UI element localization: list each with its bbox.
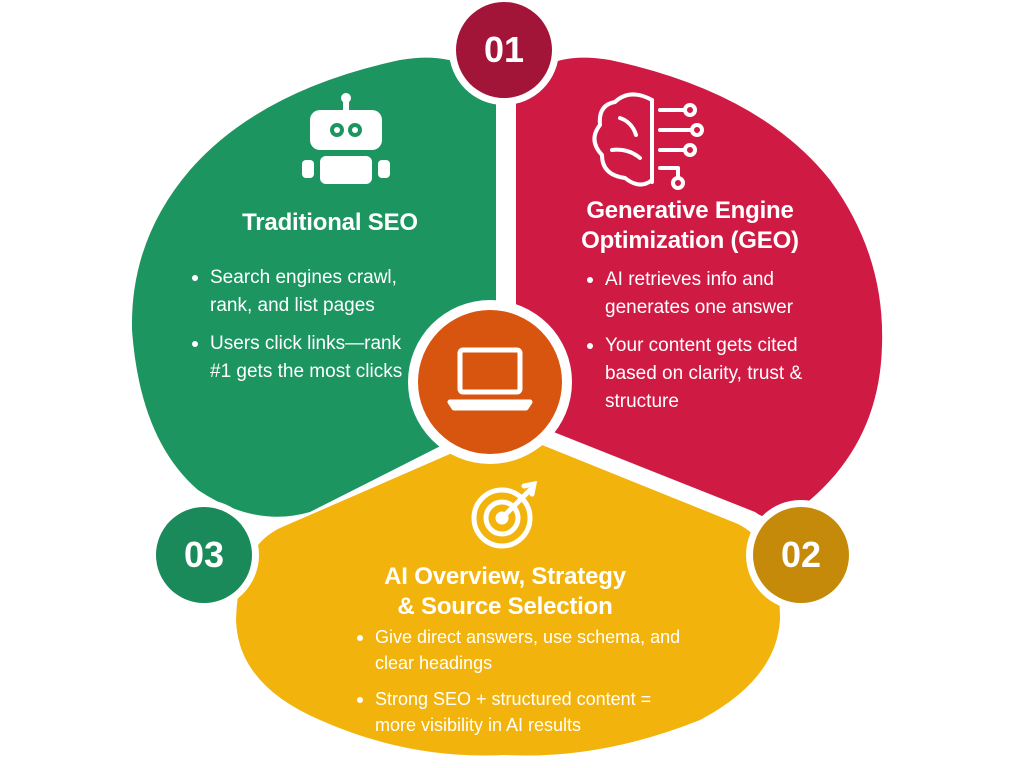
segment-ai-overview <box>236 430 780 756</box>
center-hub <box>418 310 562 454</box>
traditional-seo-title: Traditional SEO <box>242 209 418 236</box>
geo-title-line-2: Optimization (GEO) <box>581 227 799 254</box>
list-item: Search engines crawl, rank, and list pag… <box>190 264 420 320</box>
ai-overview-bullets: Give direct answers, use schema, and cle… <box>355 624 685 748</box>
geo-title: Generative Engine Optimization (GEO) <box>540 196 840 256</box>
ai-overview-title-line-2: & Source Selection <box>397 593 613 620</box>
segment-traditional-seo <box>131 57 496 517</box>
step-badge-01: 01 <box>456 2 552 98</box>
list-item: Strong SEO + structured content = more v… <box>355 686 685 738</box>
list-item: Your content gets cited based on clarity… <box>585 332 835 416</box>
target-arrow-icon <box>471 480 538 549</box>
geo-title-line-1: Generative Engine <box>586 197 794 224</box>
ai-overview-title-line-1: AI Overview, Strategy <box>384 563 626 590</box>
step-badge-02: 02 <box>753 507 849 603</box>
list-item: Users click links—rank #1 gets the most … <box>190 330 420 386</box>
robot-icon <box>302 93 390 184</box>
geo-bullets: AI retrieves info and generates one answ… <box>585 266 835 426</box>
list-item: AI retrieves info and generates one answ… <box>585 266 835 322</box>
ai-overview-title: AI Overview, Strategy & Source Selection <box>340 562 670 622</box>
laptop-icon <box>447 347 533 411</box>
list-item: Give direct answers, use schema, and cle… <box>355 624 685 676</box>
traditional-seo-bullets: Search engines crawl, rank, and list pag… <box>190 264 420 396</box>
brain-circuit-icon <box>592 92 704 190</box>
step-badge-03: 03 <box>156 507 252 603</box>
